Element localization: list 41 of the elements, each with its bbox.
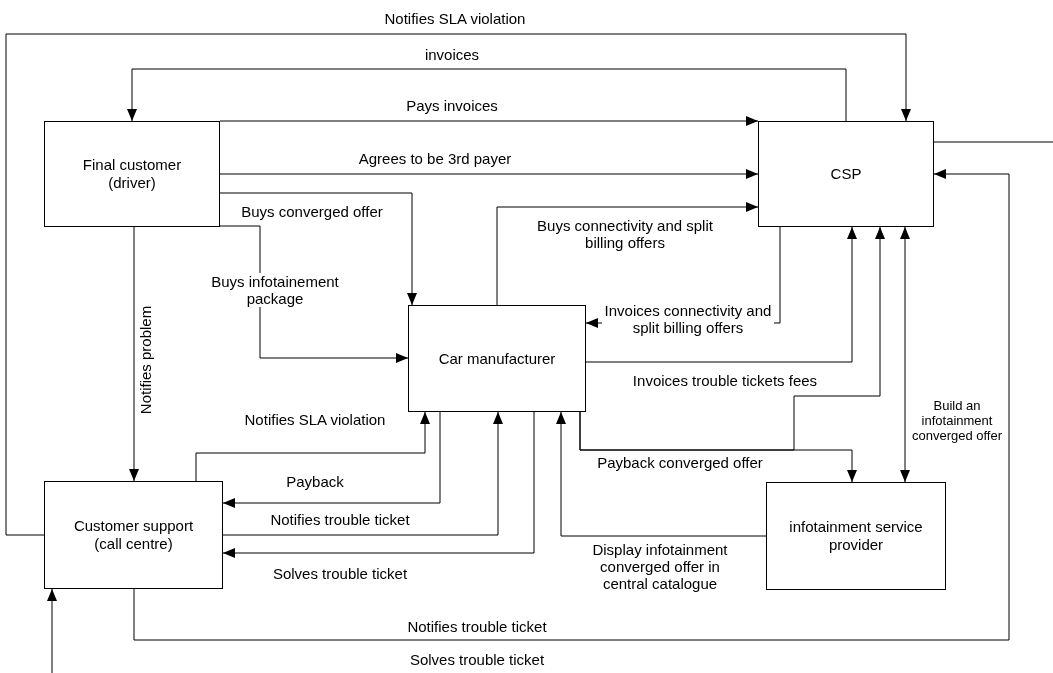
edge-label: Pays invoices	[405, 97, 499, 114]
entity-box	[44, 481, 223, 589]
entity-box	[408, 305, 586, 412]
edge-label: Notifies SLA violation	[243, 411, 387, 428]
arrow	[219, 116, 759, 126]
edge-label: Payback converged offer	[596, 454, 764, 471]
edge-label: Invoices trouble tickets fees	[631, 372, 819, 389]
flow-label: Solves trouble ticket	[408, 651, 546, 668]
arrow	[195, 411, 430, 482]
edge-label: Notifies trouble ticket	[406, 618, 548, 635]
arrow	[219, 225, 409, 363]
arrow	[219, 192, 417, 306]
edge-label: Invoices connectivity and split billing offers	[602, 302, 774, 336]
arrow	[133, 169, 1010, 641]
arrow	[579, 226, 885, 451]
arrow	[900, 226, 910, 483]
arrow	[556, 411, 767, 537]
arrow	[585, 226, 857, 363]
entity-box	[44, 121, 220, 227]
arrow	[47, 588, 57, 673]
arrow	[127, 68, 847, 122]
entity-name: Customer support (call centre)	[72, 517, 195, 553]
entity-name: infotainment service provider	[789, 518, 923, 554]
entity-box	[758, 121, 934, 227]
arrow	[129, 226, 139, 482]
arrow	[496, 202, 759, 306]
entity-name: Final customer (driver)	[81, 156, 183, 192]
entity-name: Car manufacturer	[438, 349, 556, 368]
edge-label: Buys converged offer	[240, 203, 384, 220]
arrow	[5, 33, 911, 536]
entity-box	[766, 482, 946, 590]
arrow	[222, 411, 441, 508]
edge-label: Payback	[285, 473, 345, 490]
arrow	[222, 411, 535, 558]
edge-label: Notifies trouble ticket	[269, 511, 411, 528]
arrow	[222, 411, 503, 536]
edge-label: invoices	[423, 46, 481, 63]
entity-name: CSP	[830, 165, 862, 183]
arrow	[219, 169, 759, 179]
edge-label: Agrees to be 3rd payer	[357, 150, 513, 167]
edge-label: Solves trouble ticket	[271, 565, 409, 582]
